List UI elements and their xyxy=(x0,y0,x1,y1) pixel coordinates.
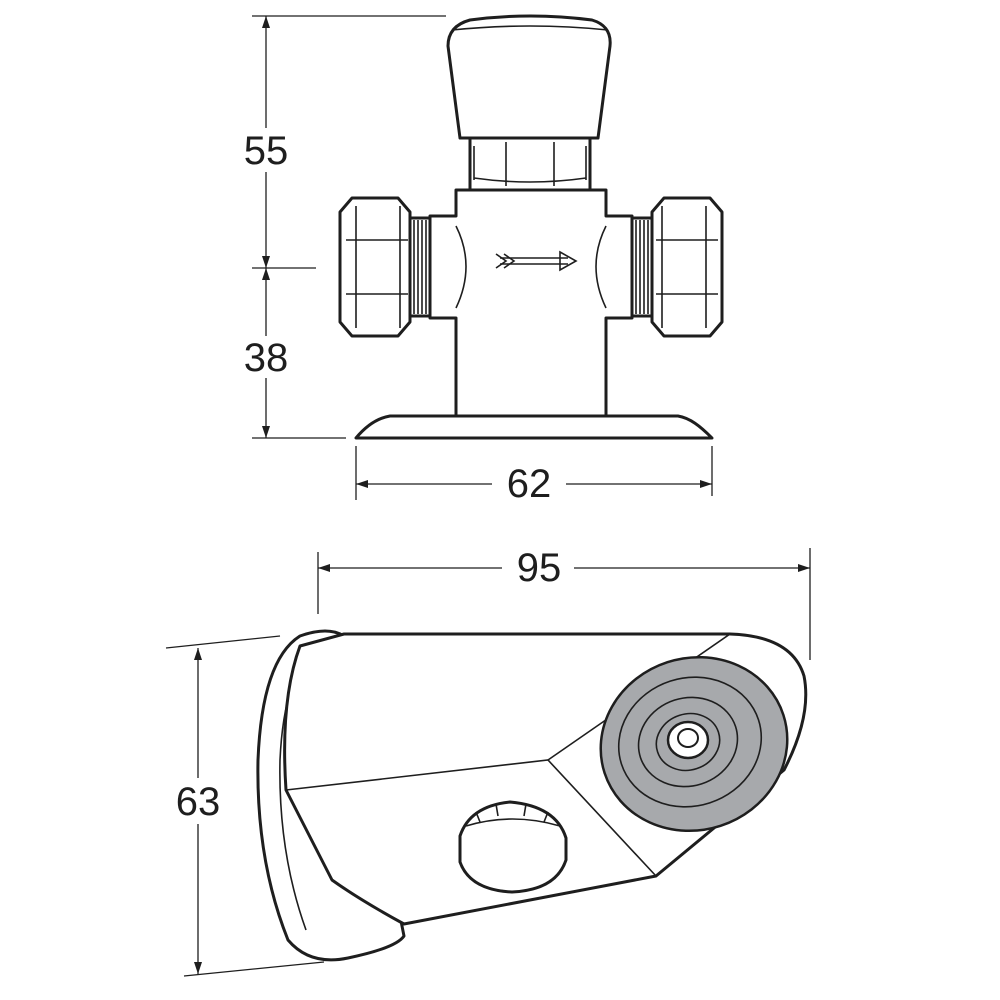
left-compression-fitting xyxy=(338,196,432,338)
flow-direction-arrow-icon xyxy=(495,250,578,272)
dimension-62: 62 xyxy=(355,446,713,506)
dimension-label-38: 38 xyxy=(244,336,289,380)
dimension-label-62: 62 xyxy=(507,462,552,506)
valve-body xyxy=(428,186,634,418)
dimension-55: 55 xyxy=(244,15,446,269)
push-button-head xyxy=(446,14,612,140)
dimension-95: 95 xyxy=(317,546,811,660)
dimension-label-63: 63 xyxy=(176,780,221,824)
base-plate xyxy=(354,414,714,440)
right-compression-fitting xyxy=(630,196,724,338)
dimension-label-95: 95 xyxy=(517,546,562,590)
dimension-38: 38 xyxy=(244,268,346,439)
dimension-label-55: 55 xyxy=(244,129,289,173)
push-knob xyxy=(458,800,568,894)
side-view-spout xyxy=(256,629,808,962)
dimension-63: 63 xyxy=(165,635,325,977)
front-view-valve xyxy=(338,14,724,440)
